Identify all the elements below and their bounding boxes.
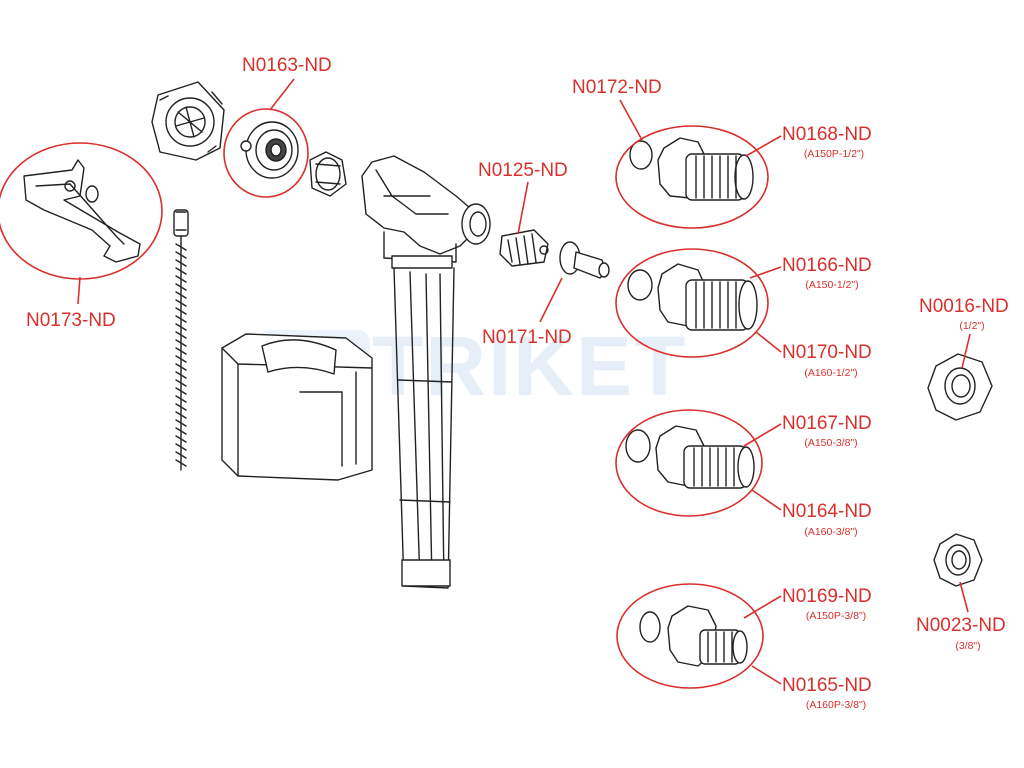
leader-n0173: [77, 276, 81, 305]
leader-n0169: [743, 595, 782, 619]
part-spec-n0167: (A150-3/8"): [804, 437, 858, 449]
callout-ellipse-connector-2: [615, 248, 769, 358]
part-label-n0170: N0170-ND: [782, 342, 872, 363]
part-spec-n0170: (A160-1/2"): [804, 367, 858, 379]
adjustment-rod-part: [173, 209, 189, 471]
part-label-n0164: N0164-ND: [782, 501, 872, 522]
watermark: TRIKET: [372, 319, 688, 413]
part-spec-n0166: (A150-1/2"): [805, 279, 859, 291]
callout-ellipse-connector-4: [616, 583, 764, 689]
connector-3-part: [625, 425, 755, 489]
leader-n0164: [751, 489, 782, 511]
part-label-n0172: N0172-ND: [572, 77, 662, 98]
callout-ellipse-diaphragm: [223, 108, 309, 198]
lever-arm-part: [23, 159, 141, 263]
part-label-n0023: N0023-ND: [916, 615, 1006, 636]
part-spec-n0169: (A150P-3/8"): [805, 610, 867, 622]
part-label-n0171: N0171-ND: [482, 327, 572, 348]
part-label-n0163: N0163-ND: [242, 55, 332, 76]
leader-n0167: [743, 423, 782, 447]
leader-n0171: [539, 277, 563, 323]
part-label-n0166: N0166-ND: [782, 255, 872, 276]
leader-n0166: [749, 266, 782, 279]
valve-cartridge-part: [499, 229, 549, 267]
part-spec-n0164: (A160-3/8"): [804, 526, 858, 538]
part-label-n0016: N0016-ND: [919, 296, 1009, 317]
connector-2-part: [627, 263, 758, 331]
diaphragm-disc-part: [240, 121, 299, 179]
part-label-n0167: N0167-ND: [782, 413, 872, 434]
nut-half-inch-part: [927, 353, 993, 421]
nut-three-eighths-part: [933, 533, 983, 587]
connector-4-part: [639, 605, 748, 667]
leader-n0170: [755, 331, 782, 353]
float-part: [221, 333, 373, 481]
leader-n0172: [619, 99, 643, 141]
part-spec-n0023: (3/8"): [955, 640, 981, 652]
connector-1-part: [629, 137, 754, 201]
part-label-n0169: N0169-ND: [782, 586, 872, 607]
seal-pin-part: [559, 241, 610, 279]
valve-nut-part: [309, 151, 347, 197]
float-cage-part: [151, 81, 225, 161]
callout-ellipse-connector-1: [615, 125, 769, 229]
part-label-n0173: N0173-ND: [26, 310, 116, 331]
valve-body-part: [361, 155, 491, 589]
part-spec-n0168: (A150P-1/2"): [803, 148, 865, 160]
leader-n0016: [961, 333, 971, 369]
leader-n0165: [751, 665, 782, 685]
part-spec-n0165: (A160P-3/8"): [805, 699, 867, 711]
part-label-n0165: N0165-ND: [782, 675, 872, 696]
leader-n0168: [745, 135, 782, 157]
leader-n0023: [959, 581, 969, 613]
leader-n0163: [269, 78, 295, 111]
part-label-n0168: N0168-ND: [782, 124, 872, 145]
part-label-n0125: N0125-ND: [478, 160, 568, 181]
part-spec-n0016: (1/2"): [959, 320, 985, 332]
callout-ellipse-connector-3: [615, 409, 763, 517]
leader-n0125: [517, 181, 529, 235]
